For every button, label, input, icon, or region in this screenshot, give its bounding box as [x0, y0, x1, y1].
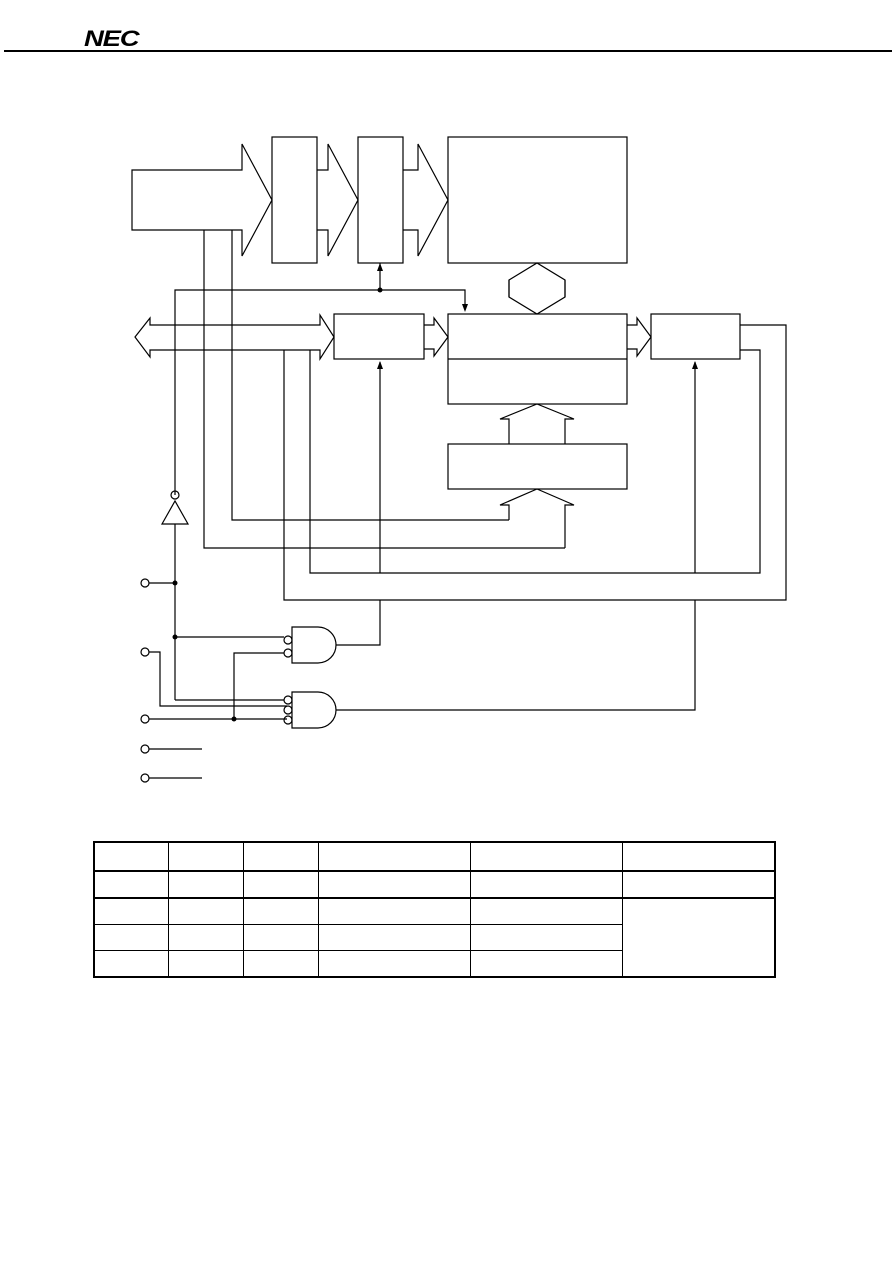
bus-arrow-2-3	[403, 143, 449, 257]
bus-arrow-into-6	[499, 488, 575, 548]
block-5	[333, 313, 425, 360]
data-bus-arrow	[134, 312, 335, 362]
and-gate-2	[291, 691, 337, 729]
table-cell	[243, 841, 319, 872]
bus-arrow-4-7	[627, 316, 652, 358]
table-cell	[318, 897, 471, 925]
table-cell	[168, 950, 244, 978]
block-1	[271, 136, 318, 264]
pin-3	[140, 714, 150, 724]
table-cell	[622, 841, 776, 872]
table-cell	[318, 924, 471, 951]
nec-logo: NEC	[84, 26, 140, 51]
table-row	[93, 950, 775, 978]
table-cell	[168, 870, 244, 899]
table-cell	[470, 870, 623, 899]
bidirectional-arrow-3-4	[508, 262, 566, 315]
table-cell	[318, 841, 471, 872]
table-row	[93, 924, 775, 951]
table-cell	[243, 897, 319, 925]
table-cell	[470, 897, 623, 925]
table-row	[93, 897, 776, 978]
table-cell	[168, 841, 244, 872]
table-cell	[93, 841, 169, 872]
table-cell	[93, 924, 169, 951]
block-6	[447, 443, 628, 490]
block-2	[357, 136, 404, 264]
table-cell	[622, 870, 776, 899]
bus-arrow-1-2	[317, 143, 359, 257]
table-cell	[470, 950, 623, 978]
table-cell	[93, 897, 169, 925]
pin-5	[140, 773, 150, 783]
block-diagram	[131, 136, 787, 783]
table-cell	[93, 870, 169, 899]
bus-arrow-6-4	[499, 403, 575, 444]
pin-4	[140, 744, 150, 754]
pin-2	[140, 647, 150, 657]
truth-table	[93, 841, 776, 978]
bus-arrow-5-4	[424, 316, 449, 358]
page-header: NEC	[0, 0, 892, 56]
block-3	[447, 136, 628, 264]
table-cell	[168, 897, 244, 925]
inverter-gate	[160, 499, 190, 525]
table-cell	[318, 950, 471, 978]
table-cell	[168, 924, 244, 951]
table-cell	[470, 841, 623, 872]
input-bus-arrow	[131, 143, 273, 257]
pin-1	[140, 578, 150, 588]
table-cell	[243, 924, 319, 951]
table-cell	[318, 870, 471, 899]
block-7	[650, 313, 741, 360]
table-cell-merged	[622, 897, 776, 978]
table-row	[93, 870, 776, 899]
table-header-row	[93, 841, 776, 872]
table-cell	[470, 924, 623, 951]
table-cell	[243, 870, 319, 899]
table-cell	[93, 950, 169, 978]
and-gate-1	[291, 626, 337, 664]
header-rule	[4, 50, 892, 52]
table-cell	[243, 950, 319, 978]
